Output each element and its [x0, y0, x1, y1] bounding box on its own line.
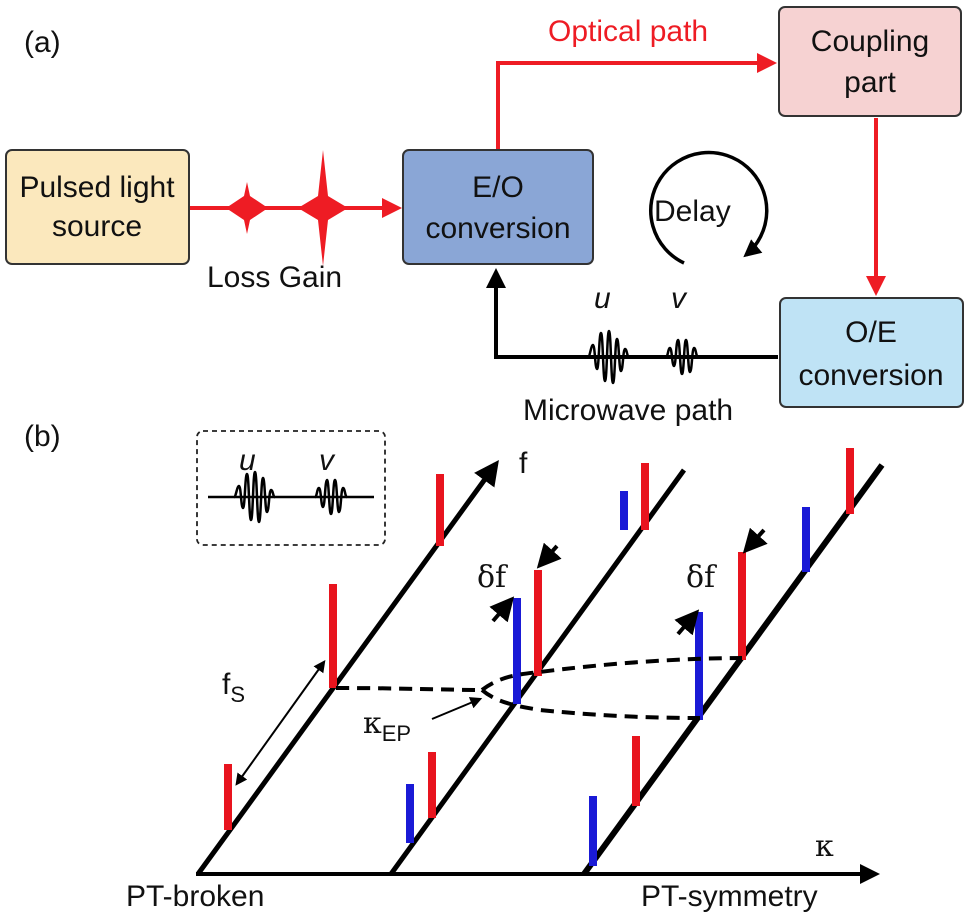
- loss-pulse: [226, 182, 268, 234]
- pt-broken-label: PT-broken: [126, 880, 264, 913]
- eo-line1: E/O: [472, 171, 524, 204]
- inset-v-label: v: [319, 444, 336, 477]
- delta-f-arrow-down-2: [742, 527, 768, 554]
- source-line2: source: [52, 210, 142, 243]
- delay-loop-arrow: [649, 150, 769, 265]
- freq-axis-3: [581, 463, 885, 876]
- microwave-path: [486, 268, 778, 359]
- fs-double-arrow: [235, 660, 326, 786]
- coupling-line2: part: [844, 66, 896, 99]
- eo-line2: conversion: [425, 212, 570, 245]
- oe-line1: O/E: [845, 316, 897, 349]
- microwave-u-label: u: [594, 282, 611, 315]
- block-coupling-part: Coupling part: [778, 6, 962, 117]
- inset-u-label: u: [239, 444, 256, 477]
- coupling-line1: Coupling: [811, 25, 929, 58]
- oe-line2: conversion: [798, 359, 943, 392]
- microwave-pulse-v: [665, 338, 699, 376]
- kappa-axis-label: κ: [815, 829, 834, 864]
- freq-axis-1: [195, 459, 499, 876]
- panel-b-label: (b): [24, 420, 61, 453]
- microwave-pulse-u: [587, 329, 630, 385]
- f-axis-label: f: [519, 447, 528, 480]
- delta-f-arrow-up-1: [489, 596, 515, 623]
- block-pulsed-light-source: Pulsed light source: [5, 149, 190, 265]
- dashed-trajectory-upper: [480, 656, 743, 692]
- delta-f-label-2: δf: [686, 560, 717, 595]
- panel-a-label: (a): [24, 26, 61, 59]
- block-eo-conversion: E/O conversion: [402, 149, 594, 265]
- dashed-trajectory-lower: [480, 688, 701, 720]
- pt-symmetry-label: PT-symmetry: [641, 880, 818, 913]
- optical-path-label: Optical path: [548, 15, 708, 48]
- inset-box: u v: [196, 430, 386, 546]
- delta-f-arrow-up-2: [674, 609, 700, 636]
- dashed-trajectory-merged: [335, 686, 483, 692]
- fs-label: fS: [222, 668, 245, 707]
- loss-gain-label: Loss Gain: [207, 261, 342, 294]
- delta-f-label-1: δf: [477, 560, 508, 595]
- fs-subscript: S: [230, 682, 245, 707]
- delay-label: Delay: [654, 195, 731, 228]
- delta-f-arrow-down-1: [536, 542, 562, 569]
- kappa-ep-subscript: EP: [382, 721, 411, 746]
- block-oe-conversion: O/E conversion: [779, 297, 964, 408]
- optical-path-eo-to-coupling: [496, 53, 777, 150]
- microwave-v-label: v: [671, 282, 688, 315]
- kappa-ep-label: κEP: [363, 706, 411, 746]
- source-line1: Pulsed light: [19, 171, 175, 204]
- gain-pulse: [298, 150, 348, 266]
- kappa-ep-pointer: [431, 697, 483, 720]
- microwave-path-label: Microwave path: [523, 394, 733, 427]
